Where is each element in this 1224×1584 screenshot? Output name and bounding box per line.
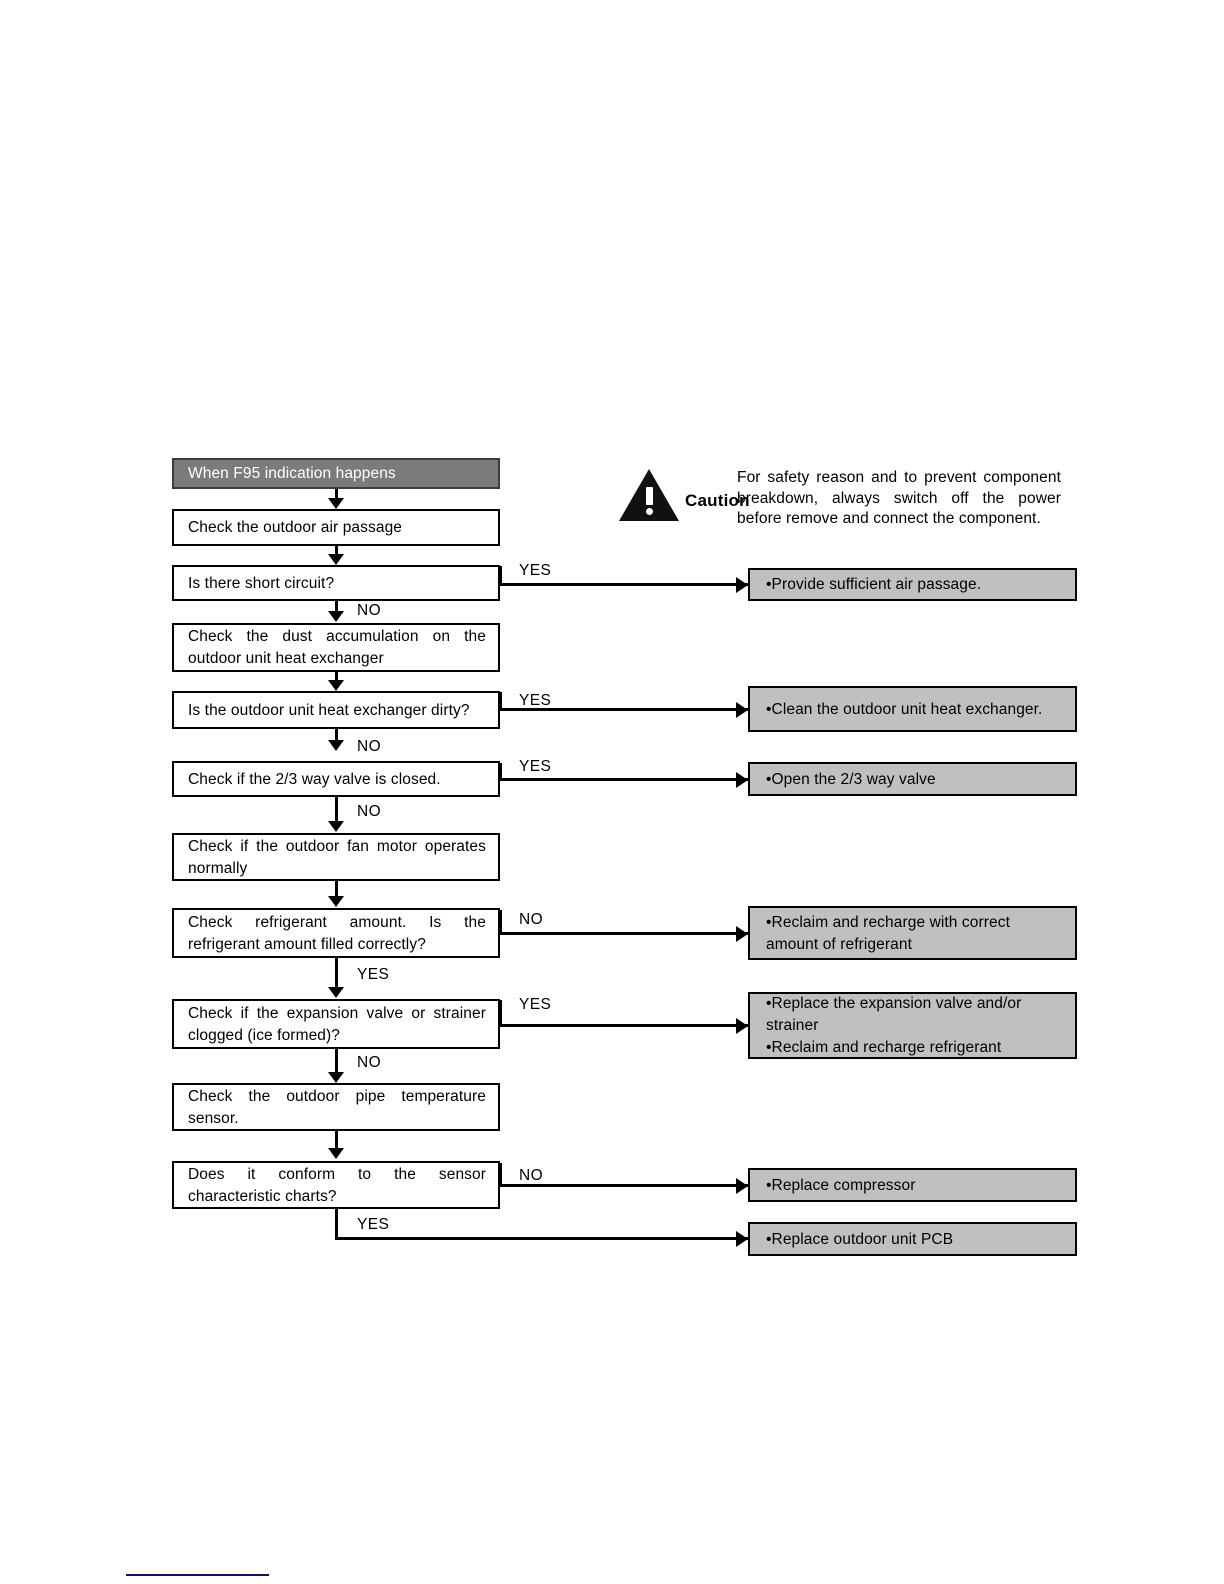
action-open-way-valve: •Open the 2/3 way valve bbox=[748, 762, 1077, 796]
arrow-down-icon bbox=[328, 611, 344, 622]
action-label: •Provide sufficient air passage. bbox=[766, 576, 982, 593]
arrow-right-icon bbox=[736, 772, 748, 788]
connector-dirty-yes-stub bbox=[499, 692, 502, 710]
step-sensor-conform: Does it conform to the sensor characteri… bbox=[172, 1161, 500, 1209]
branch-label-dirty-no: NO bbox=[357, 738, 382, 755]
branch-label-refrigerant-yes: YES bbox=[357, 966, 390, 983]
branch-label-valve-no: NO bbox=[357, 803, 382, 820]
step-label: Check the outdoor pipe temperature senso… bbox=[188, 1087, 486, 1127]
step-label: Does it conform to the sensor characteri… bbox=[188, 1165, 486, 1205]
branch-label-valve-yes: YES bbox=[519, 758, 552, 775]
connector-valve-yes-stub bbox=[499, 763, 502, 779]
connector-valve-no bbox=[335, 797, 338, 822]
connector-refrigerant-no-stub bbox=[499, 910, 502, 933]
branch-label-sensor-yes: YES bbox=[357, 1216, 390, 1233]
flow-header-label: When F95 indication happens bbox=[188, 465, 396, 482]
branch-label-expansion-yes: YES bbox=[519, 996, 552, 1013]
action-clean-heat-exchanger: •Clean the outdoor unit heat exchanger. bbox=[748, 686, 1077, 732]
connector-refrigerant-no bbox=[499, 932, 749, 935]
action-label: •Replace the expansion valve and/or stra… bbox=[766, 995, 1022, 1056]
connector-air-passage-to-short-circuit bbox=[335, 546, 338, 555]
action-replace-expansion-valve: •Replace the expansion valve and/or stra… bbox=[748, 992, 1077, 1059]
action-label: •Open the 2/3 way valve bbox=[766, 770, 936, 788]
connector-dirty-no bbox=[335, 729, 338, 742]
branch-label-expansion-no: NO bbox=[357, 1054, 382, 1071]
exclamation-bar-icon bbox=[645, 487, 653, 505]
caution-text: For safety reason and to prevent compone… bbox=[737, 469, 1061, 528]
connector-dust-to-dirty bbox=[335, 672, 338, 682]
branch-label-refrigerant-no: NO bbox=[519, 911, 544, 928]
step-label: Check refrigerant amount. Is the refrige… bbox=[188, 913, 486, 953]
connector-short-circuit-yes-stub bbox=[499, 566, 502, 584]
arrow-down-icon bbox=[328, 987, 344, 998]
connector-expansion-no bbox=[335, 1049, 338, 1073]
arrow-right-icon bbox=[736, 577, 748, 593]
connector-pipe-sensor-to-conform bbox=[335, 1131, 338, 1150]
arrow-right-icon bbox=[736, 702, 748, 718]
arrow-down-icon bbox=[328, 896, 344, 907]
step-check-refrigerant: Check refrigerant amount. Is the refrige… bbox=[172, 908, 500, 958]
arrow-down-icon bbox=[328, 1148, 344, 1159]
connector-fan-to-refrigerant bbox=[335, 881, 338, 898]
arrow-right-icon bbox=[736, 926, 748, 942]
action-recharge-refrigerant: •Reclaim and recharge with correct amoun… bbox=[748, 906, 1077, 960]
arrow-down-icon bbox=[328, 498, 344, 509]
warning-triangle-icon bbox=[619, 469, 679, 521]
step-label: Check if the 2/3 way valve is closed. bbox=[188, 770, 441, 788]
action-label: •Replace compressor bbox=[766, 1176, 916, 1194]
arrow-right-icon bbox=[736, 1018, 748, 1034]
connector-short-circuit-yes bbox=[499, 583, 749, 586]
flow-header-when-f95: When F95 indication happens bbox=[172, 458, 500, 489]
caution-note: Caution For safety reason and to prevent… bbox=[615, 466, 1085, 530]
connector-sensor-no bbox=[499, 1184, 749, 1187]
step-label: Check the dust accumulation on the outdo… bbox=[188, 628, 486, 667]
step-check-fan-motor: Check if the outdoor fan motor operates … bbox=[172, 833, 500, 881]
caution-icon-group: Caution bbox=[615, 466, 749, 524]
step-label: Check if the expansion valve or strainer… bbox=[188, 1004, 486, 1044]
step-check-air-passage: Check the outdoor air passage bbox=[172, 509, 500, 546]
connector-refrigerant-yes bbox=[335, 958, 338, 988]
arrow-right-icon bbox=[736, 1231, 748, 1247]
arrow-down-icon bbox=[328, 1072, 344, 1083]
caution-label: Caution bbox=[685, 491, 750, 510]
arrow-right-icon bbox=[736, 1178, 748, 1194]
footer-divider bbox=[126, 1574, 269, 1576]
action-replace-compressor: •Replace compressor bbox=[748, 1168, 1077, 1202]
step-label: Check if the outdoor fan motor operates … bbox=[188, 837, 486, 877]
action-label: •Clean the outdoor unit heat exchanger. bbox=[766, 700, 1043, 718]
arrow-down-icon bbox=[328, 680, 344, 691]
connector-header-to-air-passage bbox=[335, 489, 338, 500]
arrow-down-icon bbox=[328, 554, 344, 565]
action-provide-air-passage: •Provide sufficient air passage. bbox=[748, 568, 1077, 601]
action-replace-pcb: •Replace outdoor unit PCB bbox=[748, 1222, 1077, 1256]
arrow-down-icon bbox=[328, 740, 344, 751]
connector-sensor-yes bbox=[335, 1237, 749, 1240]
step-heat-exchanger-dirty: Is the outdoor unit heat exchanger dirty… bbox=[172, 691, 500, 729]
arrow-down-icon bbox=[328, 821, 344, 832]
action-label: •Reclaim and recharge with correct amoun… bbox=[766, 913, 1011, 953]
step-check-valve-closed: Check if the 2/3 way valve is closed. bbox=[172, 761, 500, 797]
branch-label-sensor-no: NO bbox=[519, 1167, 544, 1184]
connector-expansion-yes bbox=[499, 1024, 749, 1027]
connector-short-circuit-no bbox=[335, 601, 338, 613]
step-label: Check the outdoor air passage bbox=[188, 519, 403, 536]
step-label: Is the outdoor unit heat exchanger dirty… bbox=[188, 701, 470, 719]
step-check-dust: Check the dust accumulation on the outdo… bbox=[172, 623, 500, 672]
connector-expansion-yes-stub bbox=[499, 1000, 502, 1025]
step-label: Is there short circuit? bbox=[188, 574, 335, 592]
connector-sensor-yes-stub bbox=[335, 1209, 338, 1239]
connector-valve-yes bbox=[499, 778, 749, 781]
step-check-expansion-valve: Check if the expansion valve or strainer… bbox=[172, 999, 500, 1049]
branch-label-short-circuit-yes: YES bbox=[519, 562, 552, 579]
connector-sensor-no-stub bbox=[499, 1163, 502, 1186]
action-label: •Replace outdoor unit PCB bbox=[766, 1230, 954, 1248]
branch-label-dirty-yes: YES bbox=[519, 692, 552, 709]
step-check-pipe-sensor: Check the outdoor pipe temperature senso… bbox=[172, 1083, 500, 1131]
step-short-circuit: Is there short circuit? bbox=[172, 565, 500, 601]
branch-label-short-circuit-no: NO bbox=[357, 602, 382, 619]
exclamation-dot-icon bbox=[645, 508, 653, 515]
connector-dirty-yes bbox=[499, 708, 749, 711]
